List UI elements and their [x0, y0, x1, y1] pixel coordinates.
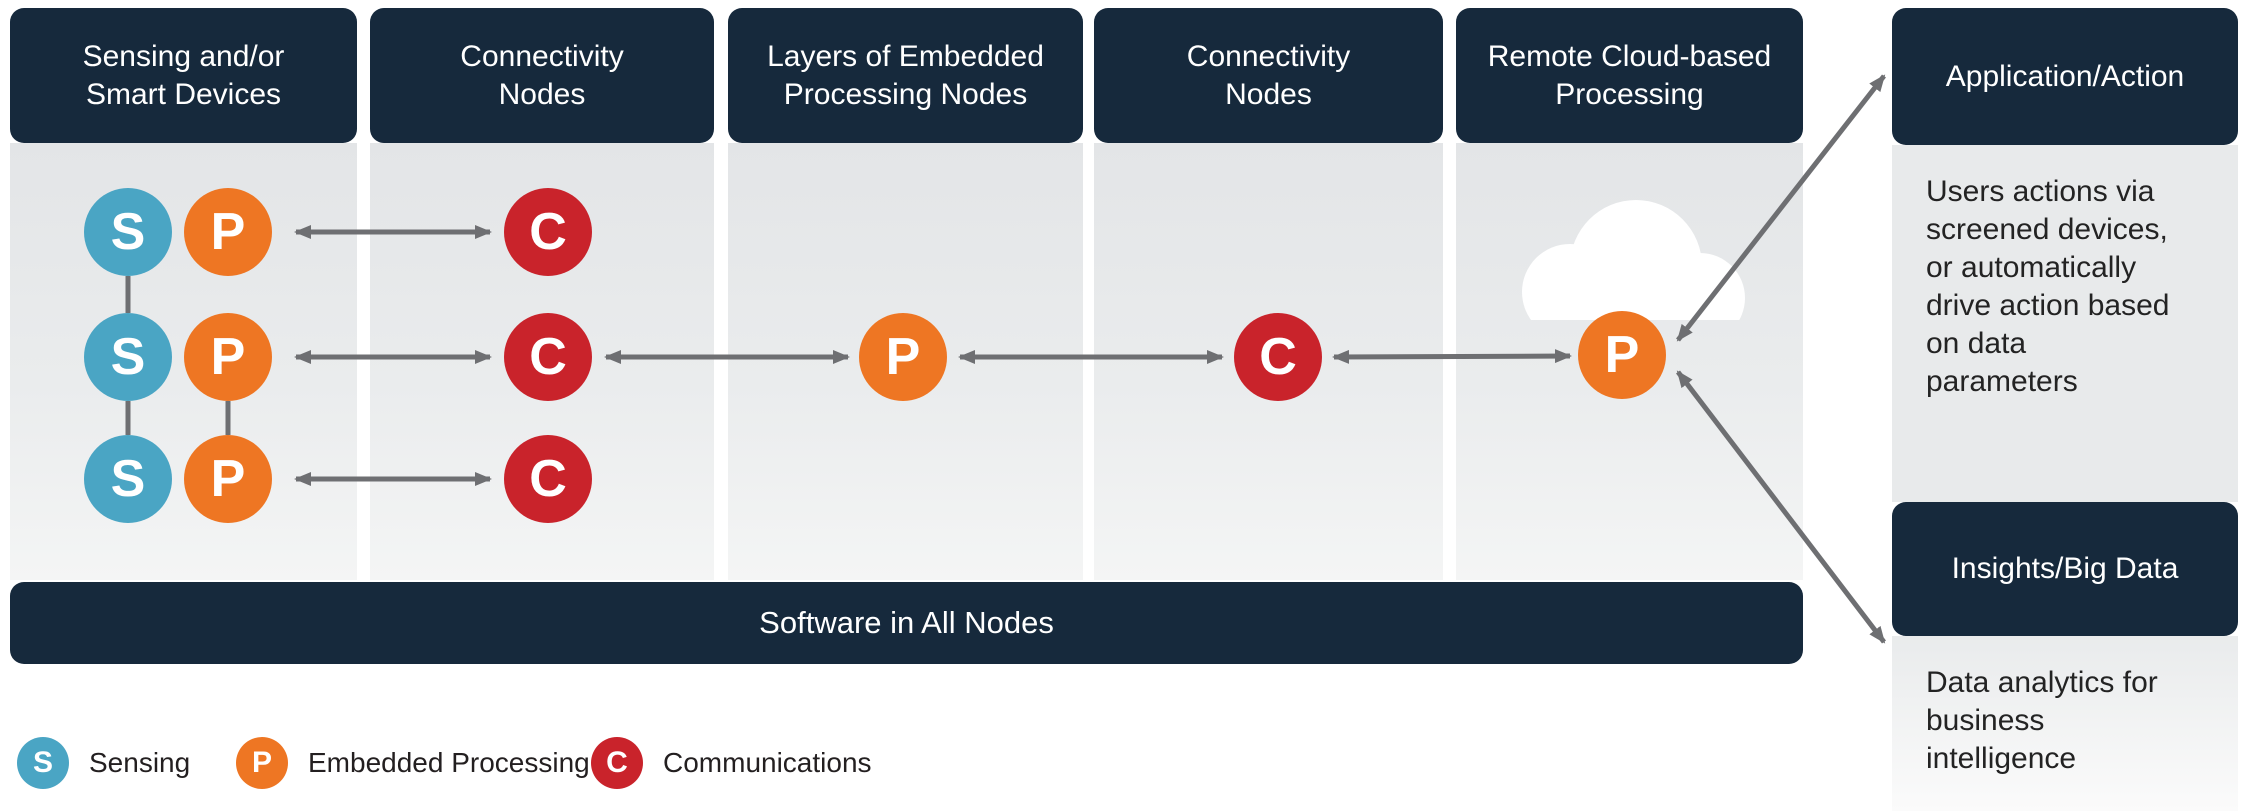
insights-big-data-description: Data analytics for business intelligence: [1892, 636, 2238, 811]
node-sensing: S: [84, 313, 172, 401]
node-sensing: S: [84, 435, 172, 523]
legend-item-embedded-processing: P Embedded Processing: [236, 737, 590, 789]
node-processing: P: [184, 188, 272, 276]
node-processing: P: [184, 435, 272, 523]
column-header-connectivity-2: Connectivity Nodes: [1094, 8, 1443, 143]
node-cloud-processing: P: [1578, 311, 1666, 399]
legend-item-communications: C Communications: [591, 737, 872, 789]
legend-communications-icon: C: [591, 737, 643, 789]
application-action-header: Application/Action: [1892, 8, 2238, 145]
legend-item-label: Embedded Processing: [308, 747, 590, 778]
node-communications: C: [1234, 313, 1322, 401]
node-communications: C: [504, 188, 592, 276]
column-header-sensing-devices: Sensing and/or Smart Devices: [10, 8, 357, 143]
column-header-connectivity-1: Connectivity Nodes: [370, 8, 714, 143]
node-processing: P: [184, 313, 272, 401]
application-action-description: Users actions via screened devices, or a…: [1892, 145, 2238, 502]
insights-big-data-header: Insights/Big Data: [1892, 502, 2238, 636]
software-banner: Software in All Nodes: [10, 582, 1803, 664]
node-communications: C: [504, 313, 592, 401]
legend-item-label: Communications: [663, 747, 872, 778]
legend-item-sensing: S Sensing: [17, 737, 190, 789]
node-communications: C: [504, 435, 592, 523]
column-header-cloud-processing: Remote Cloud-based Processing: [1456, 8, 1803, 143]
legend-item-label: Sensing: [89, 747, 191, 778]
column-header-embedded-processing: Layers of Embedded Processing Nodes: [728, 8, 1083, 143]
legend-processing-icon: P: [236, 737, 288, 789]
node-sensing: S: [84, 188, 172, 276]
legend-sensing-icon: S: [17, 737, 69, 789]
node-processing: P: [859, 313, 947, 401]
